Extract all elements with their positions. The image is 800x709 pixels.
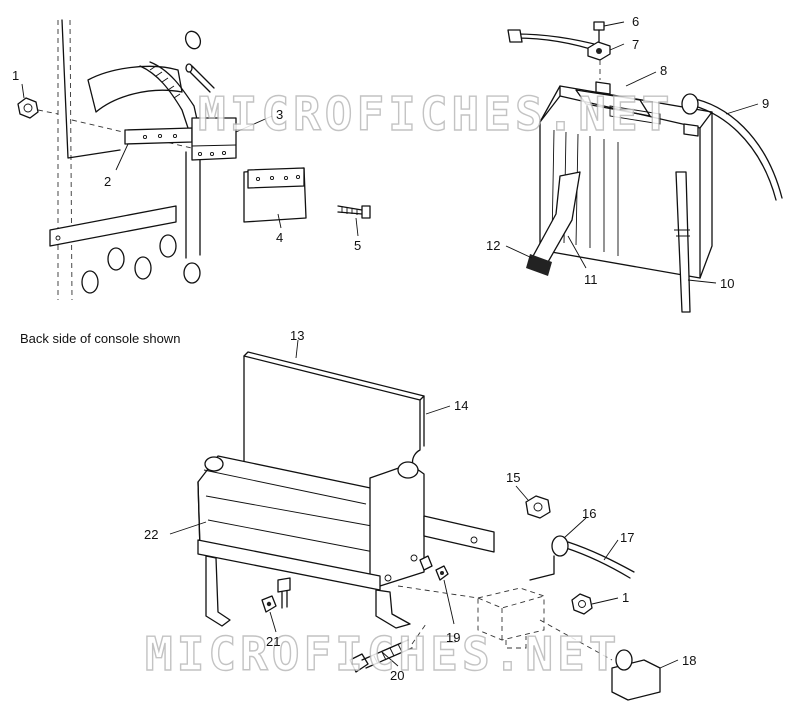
watermark-bottom: MICROFICHES.NET: [145, 627, 620, 681]
watermark-top: MICROFICHES.NET: [198, 87, 673, 141]
callout-1-nut-bottom: 1: [622, 590, 629, 605]
callout-5: 5: [354, 238, 361, 253]
callout-20: 20: [390, 668, 404, 683]
battery-box-assembly: [197, 351, 661, 701]
callout-labels: 1 2 3 4 5 6 7 8 9 10 11 12 13 14 15 16 1…: [12, 14, 769, 683]
callout-16: 16: [582, 506, 596, 521]
battery-assembly: [507, 21, 783, 313]
callout-9: 9: [762, 96, 769, 111]
callout-2: 2: [104, 174, 111, 189]
console-assembly: [17, 19, 371, 301]
callout-8: 8: [660, 63, 667, 78]
callout-14: 14: [454, 398, 468, 413]
callout-17: 17: [620, 530, 634, 545]
console-caption: Back side of console shown: [20, 331, 180, 346]
callout-22: 22: [144, 527, 158, 542]
callout-3: 3: [276, 107, 283, 122]
callout-19: 19: [446, 630, 460, 645]
callout-1-nut-top: 1: [12, 68, 19, 83]
callout-11: 11: [584, 272, 598, 287]
callout-10: 10: [720, 276, 734, 291]
callout-7: 7: [632, 37, 639, 52]
callout-18: 18: [682, 653, 696, 668]
leader-lines: [21, 21, 759, 669]
callout-13: 13: [290, 328, 304, 343]
callout-6: 6: [632, 14, 639, 29]
callout-21: 21: [266, 634, 280, 649]
callout-4: 4: [276, 230, 283, 245]
callout-12: 12: [486, 238, 500, 253]
callout-15: 15: [506, 470, 520, 485]
